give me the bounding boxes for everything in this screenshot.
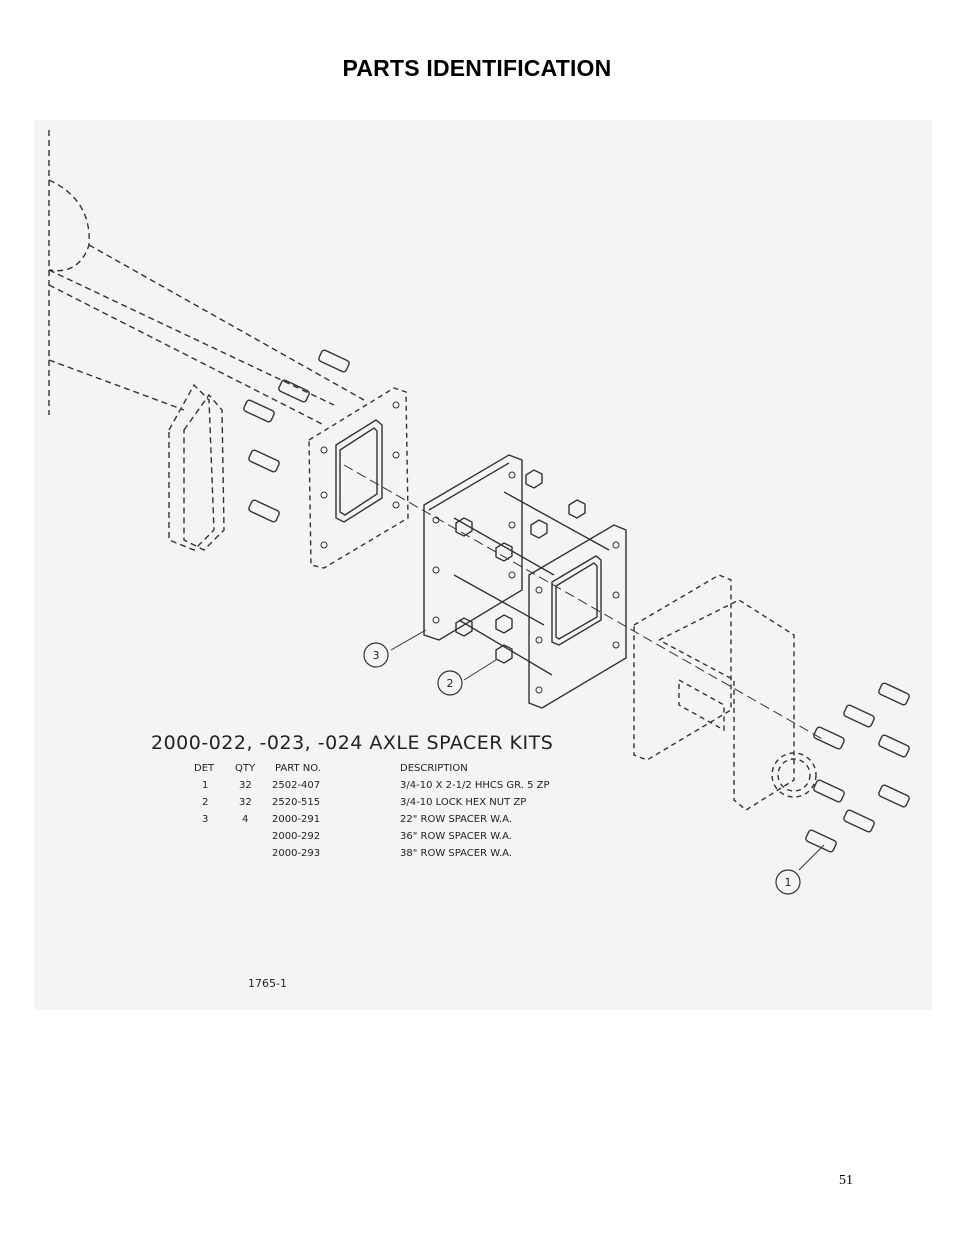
- row1-det: 1: [202, 780, 209, 791]
- row4-desc: 36" ROW SPACER W.A.: [400, 831, 512, 842]
- exploded-parts-drawing: 3 2 1 2000-022, -023, -024 AXLE SPACER K…: [34, 120, 932, 1010]
- row2-qty: 32: [239, 797, 252, 808]
- row3-qty: 4: [242, 814, 249, 825]
- page-number: 51: [839, 1173, 853, 1188]
- row1-desc: 3/4-10 X 2-1/2 HHCS GR. 5 ZP: [400, 780, 550, 791]
- row4-part: 2000-292: [272, 831, 321, 842]
- col-header-part: PART NO.: [275, 763, 321, 774]
- col-header-qty: QTY: [235, 763, 256, 774]
- row1-part: 2502-407: [272, 780, 321, 791]
- col-header-desc: DESCRIPTION: [400, 763, 468, 774]
- row5-desc: 38" ROW SPACER W.A.: [400, 848, 512, 859]
- row3-det: 3: [202, 814, 209, 825]
- row5-part: 2000-293: [272, 848, 321, 859]
- axle-spacer-diagram: 3 2 1: [48, 130, 910, 895]
- row2-part: 2520-515: [272, 797, 321, 808]
- row1-qty: 32: [239, 780, 252, 791]
- kit-title: 2000-022, -023, -024 AXLE SPACER KITS: [151, 732, 554, 754]
- page-title: PARTS IDENTIFICATION: [342, 55, 612, 81]
- col-header-det: DET: [194, 763, 215, 774]
- callout-nut: 2: [447, 677, 454, 690]
- row2-det: 2: [202, 797, 209, 808]
- row3-part: 2000-291: [272, 814, 321, 825]
- row2-desc: 3/4-10 LOCK HEX NUT ZP: [400, 797, 527, 808]
- drawing-number: 1765-1: [248, 977, 287, 990]
- row3-desc: 22" ROW SPACER W.A.: [400, 814, 512, 825]
- callout-spacer: 3: [373, 649, 380, 662]
- callout-bolt: 1: [785, 876, 792, 889]
